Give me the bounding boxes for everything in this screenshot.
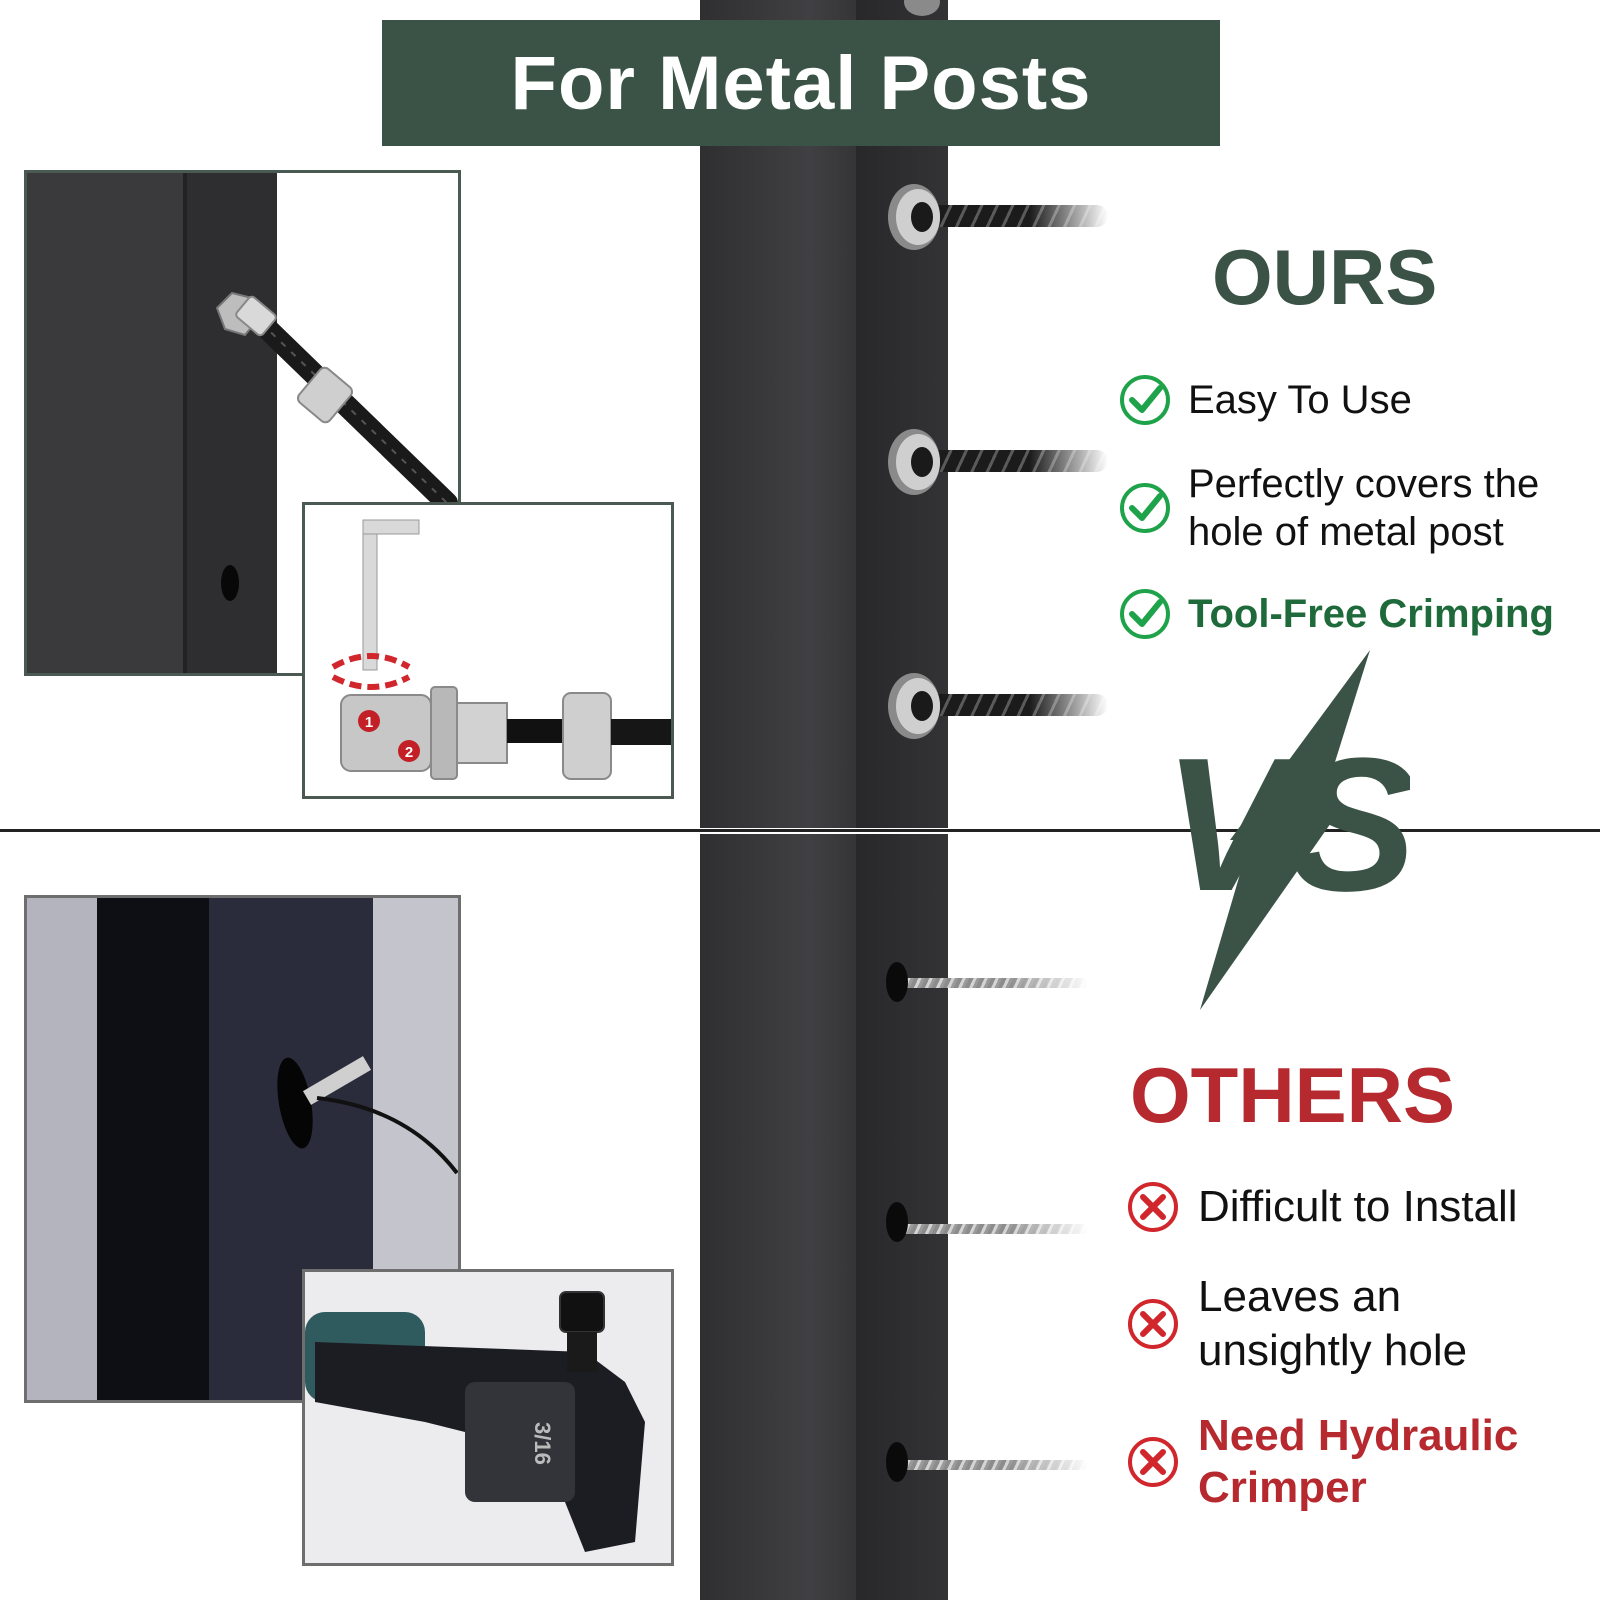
wire [892,978,1088,988]
step-2-badge [398,740,420,762]
check-icon [1118,587,1172,641]
step-1-label: 1 [365,714,373,731]
cross-icon [1126,1297,1180,1351]
step-1-badge [358,710,380,732]
ours-feature-text: Tool-Free Crimping [1188,592,1554,636]
metal-post-bottom [700,834,948,1600]
others-feature-text: Need Hydraulic Crimper [1198,1411,1519,1512]
cable [912,450,1108,472]
post-hole [886,962,908,1002]
cable [912,694,1108,716]
fitting-cap [904,0,940,16]
hex-key-illustration: 1 2 [305,505,671,796]
cross-icon [1126,1435,1180,1489]
others-feature-text: Leaves an unsightly hole [1198,1272,1468,1375]
ours-feature-text: Easy To Use [1188,378,1412,422]
die-size-label: 3/16 [530,1422,555,1465]
ours-feature-1: Easy To Use [1118,373,1412,427]
cross-icon [1126,1180,1180,1234]
post-face [700,834,856,1600]
others-closeup-panel [24,895,461,1403]
crimper-illustration: 3/16 [305,1272,671,1563]
others-feature-3: Need Hydraulic Crimper [1126,1410,1518,1514]
fitting-cap [888,184,940,250]
others-heading: OTHERS [1130,1051,1456,1139]
versus-graphic: VS [1170,650,1410,1010]
page-title: For Metal Posts [510,40,1092,126]
ours-heading: OURS [1212,233,1438,321]
others-feature-2: Leaves an unsightly hole [1126,1270,1467,1378]
lightning-bolt-icon [1200,650,1370,1010]
ours-inset-panel: 1 2 [302,502,674,799]
fitting-cap [888,429,940,495]
others-feature-text: Difficult to Install [1198,1182,1518,1231]
ours-feature-2: Perfectly covers the hole of metal post [1118,460,1539,556]
ours-feature-3: Tool-Free Crimping [1118,587,1554,641]
post-hole [886,1202,908,1242]
title-banner: For Metal Posts [382,20,1220,146]
cable [912,205,1108,227]
others-closeup-illustration [27,898,458,1400]
check-icon [1118,373,1172,427]
wire [892,1224,1088,1234]
fitting-cap [888,673,940,739]
check-icon [1118,481,1172,535]
post-hole [886,1442,908,1482]
section-divider [0,829,1600,832]
others-inset-panel: 3/16 [302,1269,674,1566]
versus-label: VS [1170,719,1410,931]
ours-feature-text: Perfectly covers the hole of metal post [1188,462,1540,554]
step-2-label: 2 [405,744,413,761]
others-feature-1: Difficult to Install [1126,1180,1518,1234]
wire [892,1460,1088,1470]
